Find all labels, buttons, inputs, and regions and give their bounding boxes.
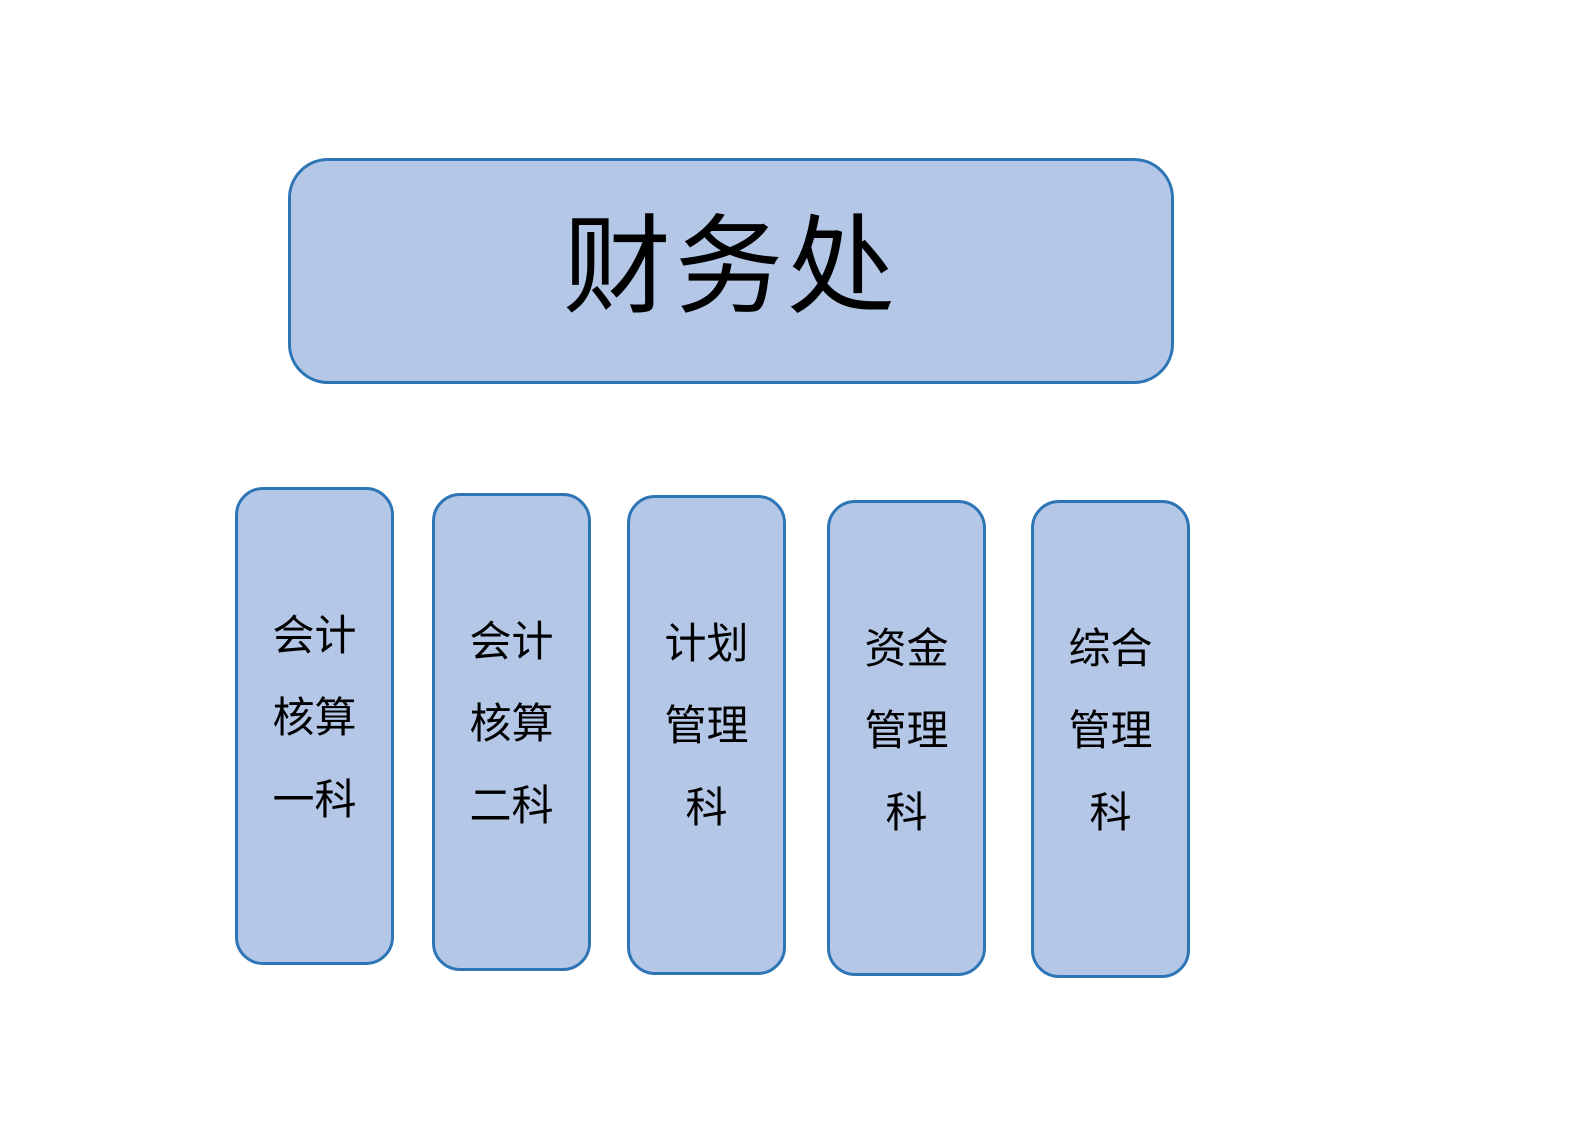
finance-office-box: 财务处 — [288, 158, 1174, 384]
department-box-funds: 资金管理科 — [827, 500, 986, 976]
department-box-planning: 计划管理科 — [627, 495, 786, 975]
department-box-accounting-1: 会计核算一科 — [235, 487, 394, 965]
department-label: 综合管理科 — [1068, 624, 1153, 837]
department-label: 会计核算二科 — [469, 617, 554, 830]
department-label: 资金管理科 — [864, 624, 949, 837]
department-box-accounting-2: 会计核算二科 — [432, 493, 591, 971]
department-label: 会计核算一科 — [272, 611, 357, 824]
department-label: 计划管理科 — [664, 619, 749, 832]
department-box-general: 综合管理科 — [1031, 500, 1190, 978]
finance-office-label: 财务处 — [562, 205, 899, 330]
